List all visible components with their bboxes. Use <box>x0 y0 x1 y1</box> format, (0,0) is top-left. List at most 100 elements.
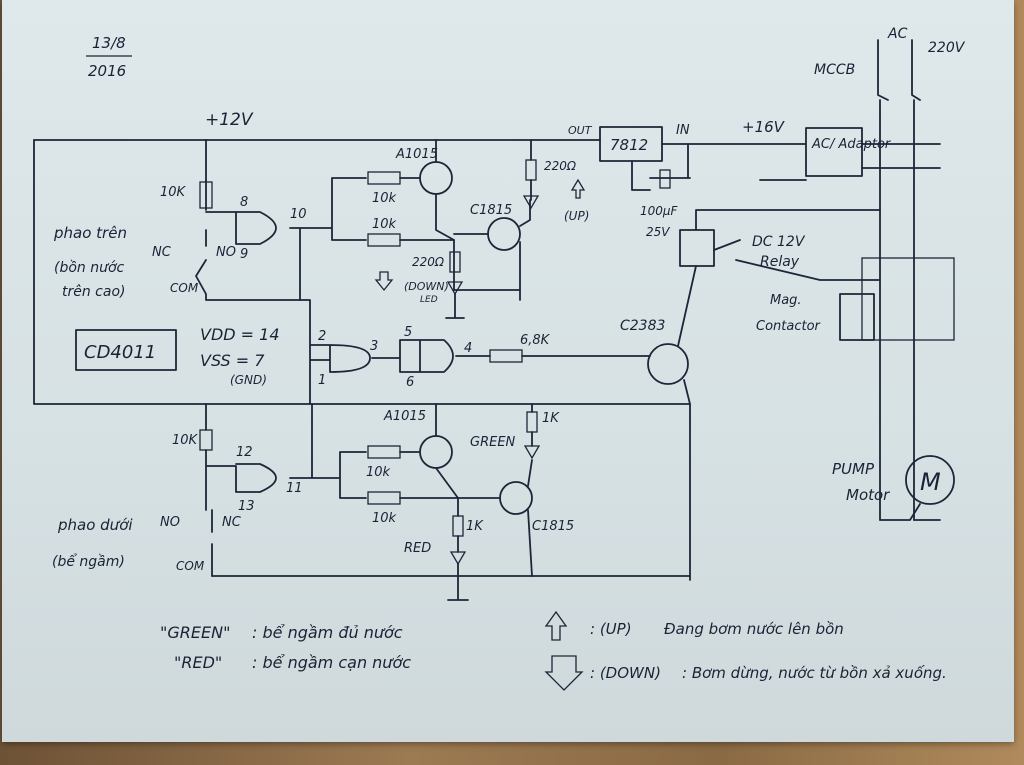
upper-pnp-label: A1015 <box>395 147 438 162</box>
pin1: 1 <box>318 373 326 388</box>
lower-r1k-b-label: 1K <box>466 519 484 534</box>
motor-m: M <box>920 468 941 496</box>
down-led-icon <box>446 281 464 296</box>
gate-upper <box>205 177 367 301</box>
driver-label: C2383 <box>620 318 665 334</box>
up-arrow-icon <box>570 178 586 199</box>
lower-npn-label: C1815 <box>532 519 574 534</box>
relay-wires <box>695 209 881 281</box>
legend-green-desc: : bể ngầm đủ nước <box>252 623 403 642</box>
pin13: 13 <box>238 499 255 514</box>
r68k <box>489 349 523 363</box>
gnd-label: (GND) <box>230 373 267 387</box>
adaptor-wires <box>759 143 941 181</box>
red-led-icon <box>449 551 467 566</box>
pin6: 6 <box>406 375 414 390</box>
power-rails <box>33 139 691 405</box>
gate-lower <box>205 403 367 511</box>
pin8: 8 <box>240 195 248 210</box>
lower-r1k-a-label: 1K <box>542 411 560 426</box>
upper-r10k-c-label: 10k <box>372 217 397 232</box>
regulator-out-label: OUT <box>568 124 593 137</box>
gate-middle <box>299 299 491 405</box>
lower-r1k-a <box>526 411 538 433</box>
down-arrow-icon <box>374 271 394 292</box>
down-label: (DOWN) <box>404 280 449 293</box>
date-year: 2016 <box>88 62 126 80</box>
lower-pnp-leads <box>435 403 459 517</box>
ac-adaptor <box>805 127 863 177</box>
mccb-label: MCCB <box>814 62 855 78</box>
r68k-label: 6,8K <box>520 333 551 348</box>
legend-down-desc: : Bơm dừng, nước từ bồn xả xuống. <box>682 664 947 682</box>
pin12: 12 <box>236 445 253 460</box>
upper-base-wires <box>399 177 521 291</box>
pin9: 9 <box>240 247 248 262</box>
upper-no: NO <box>216 245 236 260</box>
upper-float-label: phao trên <box>53 224 127 242</box>
contactor-label2: Contactor <box>756 319 822 334</box>
pin3: 3 <box>370 339 378 354</box>
date-day: 13/8 <box>92 34 126 52</box>
driver-c2383 <box>647 343 689 385</box>
upper-pnp-leads <box>435 139 455 241</box>
upper-pnp-a1015 <box>419 161 453 195</box>
green-led-icon <box>523 445 541 460</box>
lower-no: NO <box>160 515 180 530</box>
relay-label: DC 12V <box>752 234 806 250</box>
lower-r10k-c-label: 10k <box>372 511 397 526</box>
contactor-label: Mag. <box>770 293 802 308</box>
capacitor-100uf <box>659 169 671 189</box>
relay-label2: Relay <box>760 254 800 270</box>
ic-box <box>75 329 177 371</box>
lower-npn-c1815 <box>499 481 533 515</box>
pump-motor <box>905 455 955 505</box>
lower-base-wires <box>399 451 459 499</box>
legend-down-arrow-icon <box>544 655 584 691</box>
lower-nc: NC <box>222 515 242 530</box>
green-label: GREEN <box>470 435 516 450</box>
reg-ground <box>631 160 651 191</box>
pin2: 2 <box>318 329 326 344</box>
upper-r10k-c <box>367 233 401 247</box>
legend-green-key: "GREEN" <box>160 623 230 642</box>
upper-r10k <box>199 181 213 209</box>
upper-npn-label: C1815 <box>470 203 512 218</box>
v12-label: +12V <box>205 110 254 130</box>
contactor-coil <box>839 293 875 341</box>
lower-ground <box>211 535 691 601</box>
relay-coil <box>679 229 715 267</box>
legend-down-key: : (DOWN) <box>590 664 661 682</box>
regulator-label: 7812 <box>610 136 648 154</box>
upper-com: COM <box>170 281 199 295</box>
legend-up-key: : (UP) <box>590 620 632 638</box>
cap-voltage: 25V <box>646 225 670 239</box>
upper-r220-a-label: 220Ω <box>544 159 577 173</box>
pin4: 4 <box>464 341 472 356</box>
contactor-box <box>861 257 955 341</box>
pin11: 11 <box>286 481 303 496</box>
upper-r10k-label: 10K <box>160 185 187 200</box>
red-label: RED <box>404 541 431 556</box>
up-led-icon <box>522 195 540 210</box>
lower-r1k-b <box>452 515 464 537</box>
mains-lines <box>877 39 921 521</box>
lower-npn-leads <box>457 459 533 577</box>
legend-up-arrow-icon <box>544 610 568 641</box>
adaptor-label: AC/ Adaptor <box>811 137 892 152</box>
cap-value: 100µF <box>640 204 679 218</box>
lower-r10k-b-label: 10k <box>366 465 391 480</box>
up-label: (UP) <box>564 209 589 223</box>
lower-float-desc: (bể ngầm) <box>52 553 125 570</box>
driver-leads <box>677 265 697 581</box>
legend-red-key: "RED" <box>174 653 222 672</box>
motor-wires <box>879 503 941 521</box>
upper-switch <box>195 179 301 301</box>
vdd-label: VDD = 14 <box>200 325 280 344</box>
upper-r220-b-label: 220Ω <box>412 255 445 269</box>
legend-red-desc: : bể ngầm cạn nước <box>252 653 411 672</box>
upper-r10k-b-label: 10k <box>372 191 397 206</box>
pin5: 5 <box>404 325 412 340</box>
upper-npn-c1815 <box>487 217 521 251</box>
